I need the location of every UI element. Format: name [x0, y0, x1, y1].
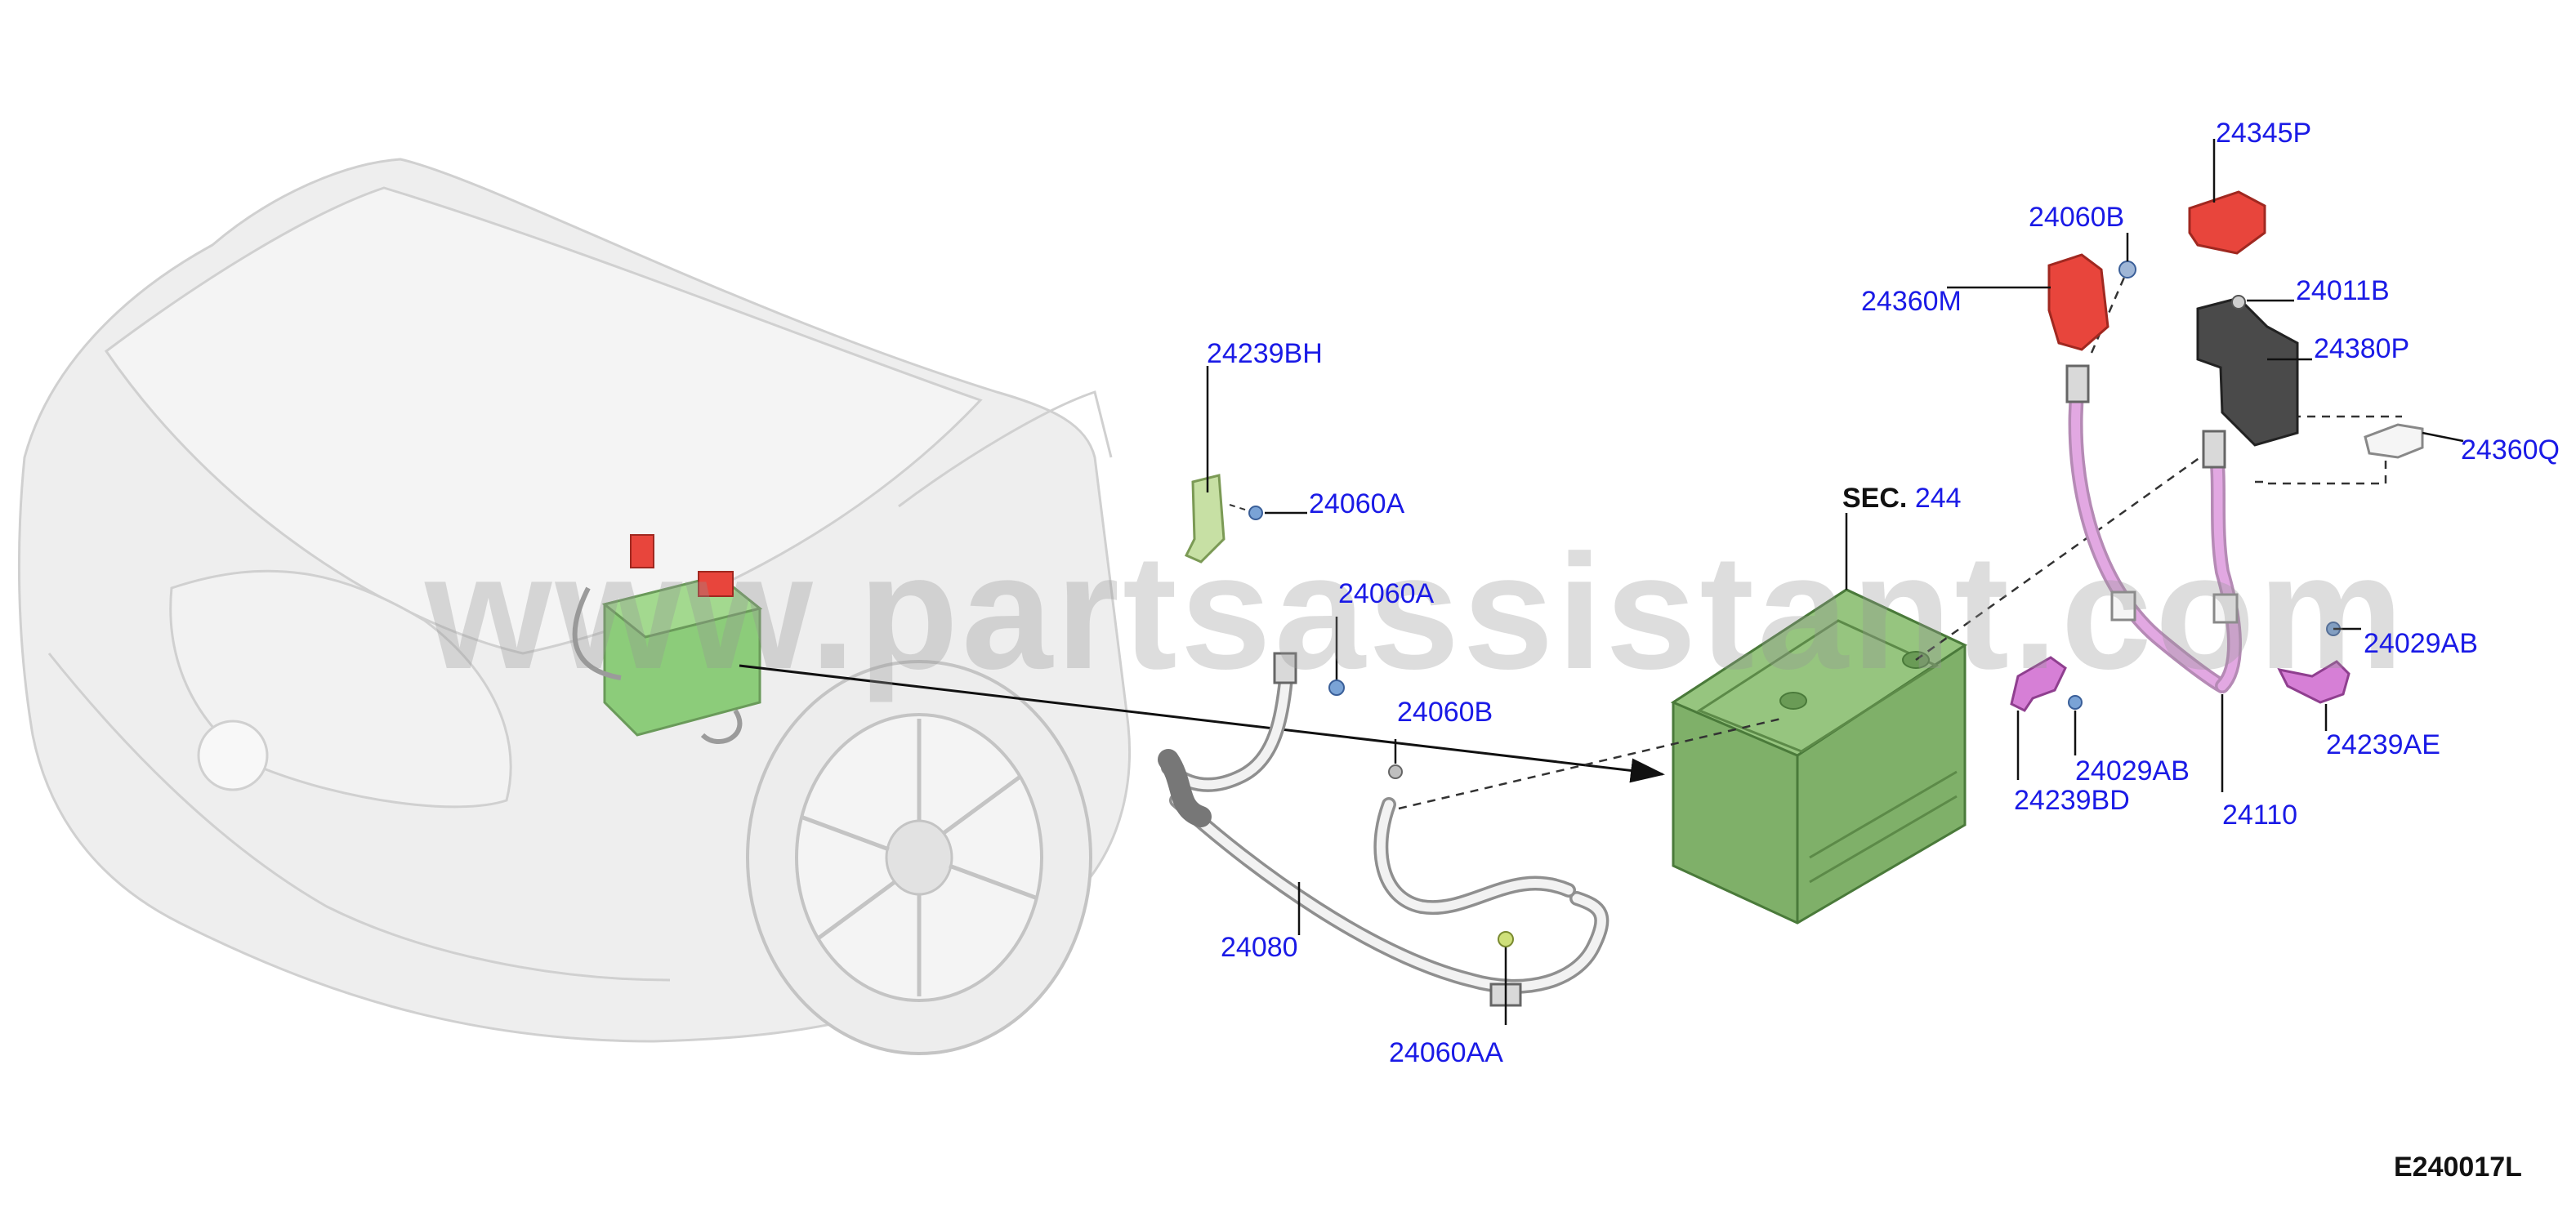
bolt-24060aa [1498, 931, 1514, 947]
negative-cable-24080 [1158, 652, 1609, 1007]
callout-24060a-lower[interactable]: 24060A [1338, 578, 1435, 609]
section-reference[interactable]: SEC. 244 [1842, 483, 1962, 514]
bolt-24060a-lower [1328, 680, 1345, 696]
callout-24060aa[interactable]: 24060AA [1389, 1037, 1503, 1068]
nut-24011b [2231, 295, 2246, 310]
callout-24060b-lower[interactable]: 24060B [1397, 697, 1493, 728]
terminal-cover-24360m [2047, 253, 2109, 351]
battery-location-arrow [739, 664, 1665, 783]
positive-cable-24110 [2065, 364, 2242, 693]
fuse-block-24380p [2196, 296, 2299, 447]
callout-24239ae[interactable]: 24239AE [2326, 729, 2440, 760]
callout-24029ab-right[interactable]: 24029AB [2364, 628, 2478, 659]
main-battery [1670, 588, 1968, 925]
nut-24060b-lower [1388, 764, 1403, 779]
front-wheel [746, 660, 1092, 1055]
in-vehicle-battery-assembly [572, 534, 763, 745]
callout-24239bh[interactable]: 24239BH [1207, 338, 1323, 369]
section-number: 244 [1914, 483, 1962, 514]
callout-24080[interactable]: 24080 [1221, 932, 1298, 963]
bolt-24060a-upper [1248, 506, 1263, 520]
section-prefix: SEC. [1842, 483, 1908, 514]
bolt-24029ab-left [2068, 695, 2083, 710]
callout-24360q[interactable]: 24360Q [2461, 434, 2560, 466]
callout-24239bd[interactable]: 24239BD [2014, 785, 2130, 816]
bracket-24239ae [2277, 660, 2351, 704]
callout-24011b[interactable]: 24011B [2296, 275, 2390, 306]
callout-24110[interactable]: 24110 [2222, 800, 2298, 831]
leader-lines [1206, 139, 2464, 1025]
callout-24060b-upper[interactable]: 24060B [2029, 202, 2125, 233]
callout-24345p[interactable]: 24345P [2216, 118, 2312, 149]
terminal-cover-24345p [2188, 190, 2266, 255]
clip-24360q [2364, 423, 2424, 459]
callout-24380p[interactable]: 24380P [2314, 333, 2410, 364]
figure-code: E240017L [2394, 1152, 2522, 1183]
dashed-guide-lines [1398, 273, 2402, 810]
nut-24060b-upper [2118, 261, 2136, 278]
bracket-24239bh [1184, 474, 1225, 564]
callout-24060a-upper[interactable]: 24060A [1309, 488, 1405, 519]
callout-24029ab-left[interactable]: 24029AB [2075, 755, 2190, 786]
callout-24360m[interactable]: 24360M [1861, 286, 1962, 317]
bracket-24239bd [2010, 656, 2067, 712]
